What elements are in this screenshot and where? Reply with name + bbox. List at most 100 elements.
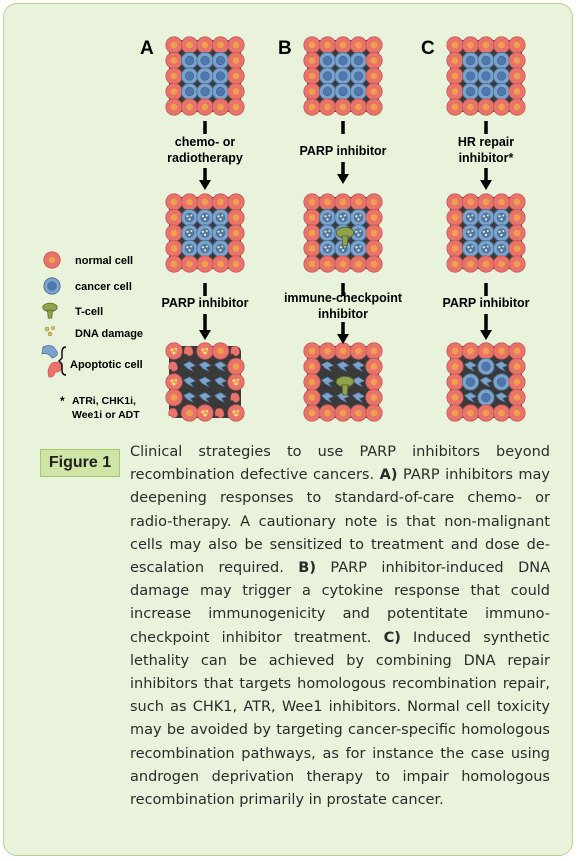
arrow-head bbox=[199, 180, 211, 190]
normal-cell bbox=[227, 224, 245, 242]
normal-cell bbox=[334, 404, 352, 422]
cancer-cell bbox=[211, 208, 230, 227]
apoptotic-normal-cell bbox=[168, 408, 178, 419]
cancer-cell bbox=[492, 208, 511, 227]
normal-cell bbox=[365, 51, 383, 70]
figure-caption: Clinical strategies to use PARP inhibito… bbox=[130, 441, 550, 812]
normal-cell bbox=[446, 224, 464, 242]
normal-cell bbox=[165, 239, 183, 258]
step-label: immune-checkpoint bbox=[284, 291, 403, 305]
legend-cancer-cell-icon bbox=[43, 277, 61, 295]
normal-cell bbox=[508, 36, 526, 54]
legend-t-cell-icon bbox=[42, 302, 58, 319]
normal-cell bbox=[303, 404, 321, 422]
cancer-cell bbox=[461, 373, 480, 391]
normal-cell bbox=[165, 193, 183, 211]
normal-cell bbox=[165, 373, 183, 391]
normal-cell bbox=[165, 82, 183, 101]
normal-cell bbox=[227, 98, 245, 116]
normal-cell bbox=[227, 255, 245, 273]
normal-cell bbox=[303, 224, 321, 242]
legend-footnote-line-1: ATRi, CHK1i, bbox=[72, 395, 136, 407]
legend-apoptotic-cell-icon bbox=[41, 345, 63, 378]
cancer-cell bbox=[349, 82, 368, 101]
caption-text: Induced synthetic lethality can be achie… bbox=[130, 629, 551, 809]
normal-cell bbox=[365, 208, 383, 227]
normal-cell bbox=[492, 193, 511, 211]
normal-cell bbox=[303, 388, 321, 407]
normal-cell bbox=[349, 342, 368, 360]
cancer-cell bbox=[196, 224, 214, 242]
cancer-cell bbox=[196, 82, 214, 101]
cancer-cell bbox=[334, 67, 352, 85]
caption-panel-ref: B) bbox=[298, 560, 316, 577]
normal-cell bbox=[180, 98, 199, 116]
normal-cell bbox=[318, 255, 337, 273]
cancer-cell bbox=[318, 51, 337, 70]
normal-cell bbox=[211, 342, 230, 360]
cancer-cell bbox=[318, 239, 337, 258]
cancer-cell bbox=[461, 239, 480, 258]
normal-cell bbox=[334, 36, 352, 54]
normal-cell bbox=[446, 388, 464, 407]
cancer-cell bbox=[492, 373, 511, 391]
caption-text: Clinical strategies to use PARP inhibito… bbox=[130, 444, 550, 484]
legend: normal cell cancer cell T-cell DNA damag… bbox=[41, 251, 143, 421]
tissue-panel-b-1 bbox=[303, 36, 383, 116]
normal-cell bbox=[227, 357, 245, 376]
legend-t-cell-label: T-cell bbox=[75, 306, 103, 318]
cancer-cell bbox=[196, 51, 214, 70]
cancer-cell bbox=[349, 239, 368, 258]
normal-cell bbox=[365, 373, 383, 391]
step-label: chemo- or bbox=[175, 135, 236, 149]
cancer-cell bbox=[211, 82, 230, 101]
arrow-head bbox=[337, 334, 349, 344]
normal-cell bbox=[461, 193, 480, 211]
normal-cell bbox=[165, 51, 183, 70]
normal-cell bbox=[349, 404, 368, 422]
normal-cell bbox=[196, 255, 214, 273]
normal-cell bbox=[446, 342, 464, 360]
tissue-panel-c-3 bbox=[446, 342, 526, 422]
normal-cell bbox=[477, 98, 495, 116]
normal-cell bbox=[508, 342, 526, 360]
normal-cell bbox=[446, 357, 464, 376]
normal-cell bbox=[227, 208, 245, 227]
normal-cell bbox=[334, 342, 352, 360]
normal-cell bbox=[318, 193, 337, 211]
normal-cell bbox=[211, 98, 230, 116]
normal-cell bbox=[492, 404, 511, 422]
normal-cell bbox=[508, 82, 526, 101]
normal-cell bbox=[196, 193, 214, 211]
normal-cell bbox=[349, 193, 368, 211]
normal-cell bbox=[461, 98, 480, 116]
step-label: PARP inhibitor bbox=[161, 296, 248, 310]
normal-cell bbox=[303, 51, 321, 70]
cancer-cell bbox=[461, 208, 480, 227]
cancer-cell bbox=[318, 82, 337, 101]
figure-label: Figure 1 bbox=[40, 449, 120, 477]
cancer-cell bbox=[196, 239, 214, 258]
normal-cell bbox=[365, 82, 383, 101]
normal-cell bbox=[365, 224, 383, 242]
cancer-cell bbox=[477, 357, 495, 376]
normal-cell bbox=[508, 404, 526, 422]
normal-cell bbox=[303, 67, 321, 85]
legend-dna-damage-icon bbox=[44, 326, 55, 337]
normal-cell bbox=[165, 342, 183, 360]
legend-footnote-mark: * bbox=[60, 394, 65, 408]
normal-cell bbox=[477, 193, 495, 211]
normal-cell bbox=[446, 373, 464, 391]
cancer-cell bbox=[180, 224, 199, 242]
normal-cell bbox=[196, 342, 214, 360]
cancer-cell bbox=[318, 208, 337, 227]
normal-cell bbox=[365, 67, 383, 85]
normal-cell bbox=[318, 404, 337, 422]
legend-normal-cell-label: normal cell bbox=[75, 255, 133, 267]
cancer-cell bbox=[477, 208, 495, 227]
cancer-cell bbox=[334, 208, 352, 227]
legend-cancer-cell-label: cancer cell bbox=[75, 281, 132, 293]
normal-cell bbox=[446, 82, 464, 101]
cancer-cell bbox=[349, 208, 368, 227]
normal-cell bbox=[492, 255, 511, 273]
